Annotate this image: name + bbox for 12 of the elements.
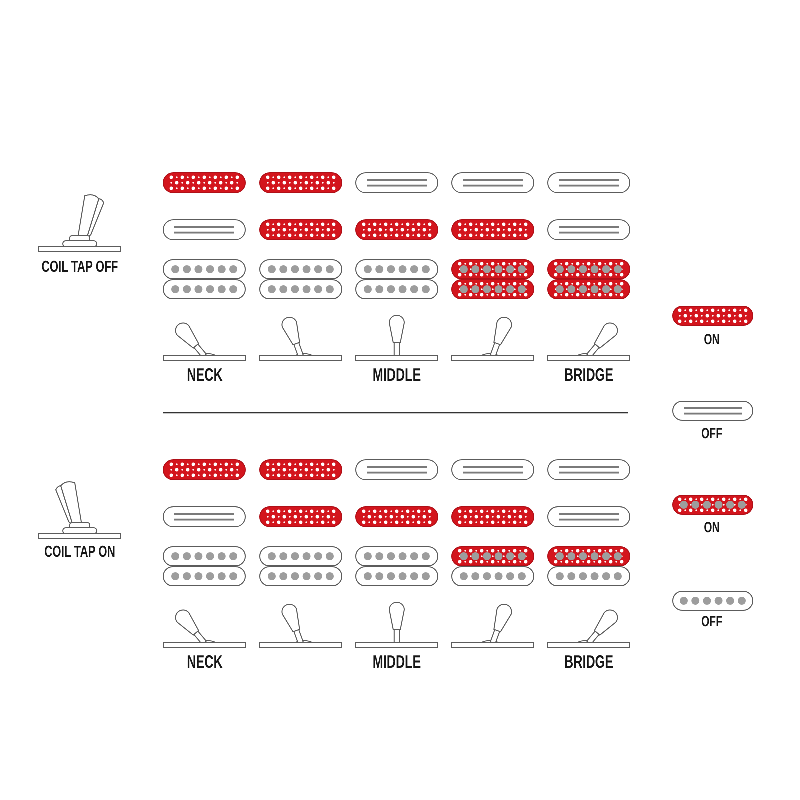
legend-label: ON (704, 520, 720, 536)
position-label: NECK (186, 653, 222, 671)
switch-label: COIL TAP ON (44, 545, 116, 561)
legend-label: OFF (702, 614, 722, 630)
legend-label: ON (704, 332, 720, 348)
legend-label: OFF (702, 426, 722, 442)
position-label: MIDDLE (372, 653, 422, 671)
position-label: NECK (186, 366, 222, 384)
position-label: BRIDGE (564, 366, 614, 384)
position-label: BRIDGE (564, 653, 614, 671)
switch-label: COIL TAP OFF (42, 260, 118, 276)
position-label: MIDDLE (372, 366, 422, 384)
